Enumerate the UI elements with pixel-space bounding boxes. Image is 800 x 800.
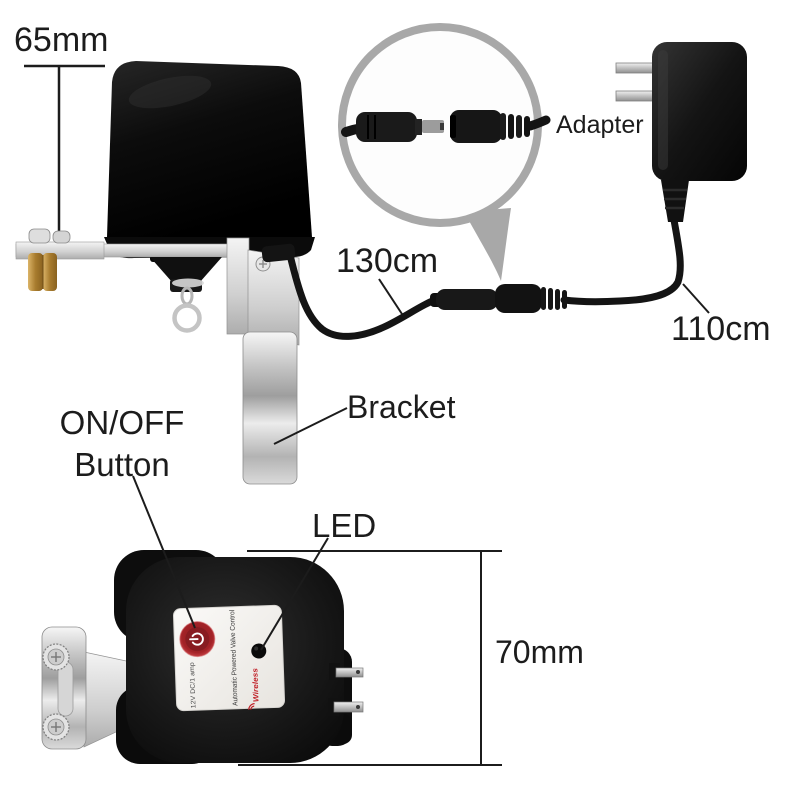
brand-logo: Wireless bbox=[248, 668, 261, 710]
pointer-line-bracket bbox=[273, 407, 348, 445]
power-button bbox=[179, 621, 216, 658]
magnifier-tail bbox=[464, 208, 511, 281]
label-onoff-button: ON/OFF Button bbox=[44, 402, 200, 485]
bracket-slot bbox=[57, 661, 74, 717]
plug-tip bbox=[422, 120, 444, 133]
dc-inlet-plug bbox=[261, 243, 296, 263]
actuator-dome bbox=[107, 61, 312, 237]
knurled-screw-top bbox=[42, 643, 70, 671]
magnifier-male-plug bbox=[341, 112, 444, 142]
left-bracket-plate bbox=[41, 626, 87, 750]
terminal-pins bbox=[328, 663, 364, 716]
power-adapter bbox=[615, 42, 747, 222]
key-ring bbox=[172, 286, 202, 333]
valve-coupling bbox=[150, 257, 222, 282]
dc-connector-male bbox=[436, 289, 498, 310]
dc-connector-female bbox=[495, 284, 542, 313]
pointer-lines-lower bbox=[132, 475, 329, 651]
pointer-line-110cm bbox=[682, 283, 710, 314]
product-name-text: Automatic Powered Valve Control bbox=[229, 609, 239, 706]
arm-screw-2 bbox=[52, 230, 71, 244]
label-onoff-line2: Button bbox=[74, 445, 170, 483]
device-label-panel: Automatic Powered Valve Control 12V DC/1… bbox=[172, 604, 286, 712]
arm-screw-1 bbox=[28, 228, 51, 244]
adapter-cable bbox=[560, 216, 684, 306]
measure-70mm-lines bbox=[238, 550, 502, 766]
adapter-prongs bbox=[615, 62, 655, 102]
wifi-arcs-icon bbox=[248, 703, 255, 710]
valve-controller-bottom: Automatic Powered Valve Control 12V DC/1… bbox=[41, 550, 364, 764]
label-110cm: 110cm bbox=[671, 310, 771, 348]
power-icon bbox=[189, 632, 204, 646]
label-led: LED bbox=[312, 507, 377, 544]
power-spec-text: 12V DC/1 amp bbox=[189, 662, 198, 709]
adapter-strain-relief bbox=[661, 180, 689, 222]
bracket-strip bbox=[242, 331, 298, 485]
pointer-lines-upper bbox=[273, 278, 710, 445]
measure-65mm-lines bbox=[18, 64, 105, 251]
label-bracket: Bracket bbox=[347, 389, 456, 425]
magnifier-female-jack bbox=[450, 110, 551, 143]
label-70mm: 70mm bbox=[495, 634, 584, 670]
svg-text:Wireless: Wireless bbox=[250, 668, 260, 702]
label-130cm: 130cm bbox=[336, 242, 439, 280]
label-adapter: Adapter bbox=[556, 111, 644, 139]
pointer-line-onoff bbox=[132, 475, 196, 629]
brass-fitting bbox=[28, 253, 57, 291]
pointer-line-led bbox=[260, 537, 329, 651]
label-65mm: 65mm bbox=[14, 21, 109, 59]
dc-connector-joined bbox=[430, 284, 567, 313]
power-cable bbox=[286, 251, 444, 340]
pointer-line-130cm bbox=[378, 278, 403, 315]
magnifier-callout bbox=[338, 23, 551, 281]
label-onoff-line1: ON/OFF bbox=[59, 404, 185, 441]
knurled-screw-bottom bbox=[42, 713, 70, 741]
valve-actuator bbox=[15, 61, 315, 485]
adapter-body bbox=[652, 42, 747, 181]
bracket-plate bbox=[226, 237, 250, 335]
